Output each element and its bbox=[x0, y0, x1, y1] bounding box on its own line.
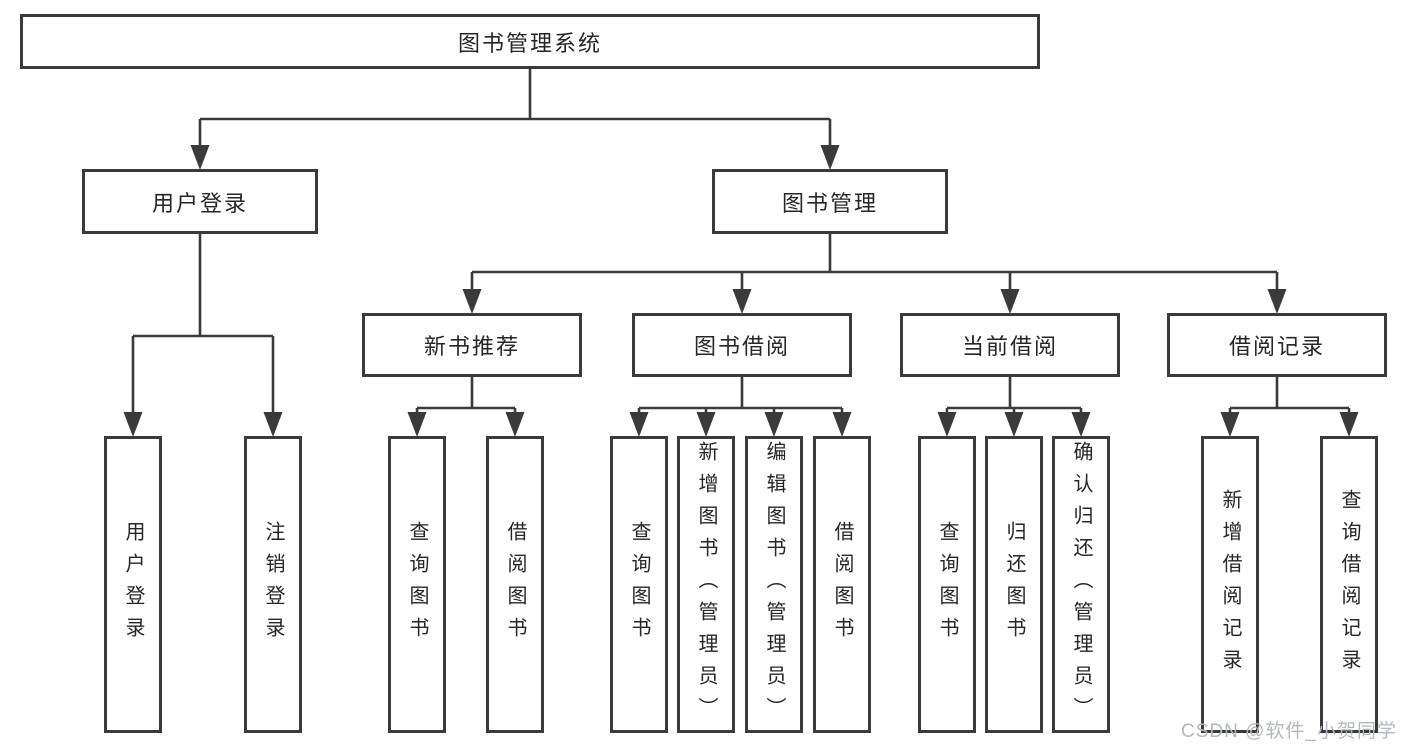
leaf-query-borrow-record-label: 查询借阅记录 bbox=[1338, 488, 1360, 681]
node-root: 图书管理系统 bbox=[20, 14, 1040, 69]
node-current-borrow: 当前借阅 bbox=[900, 313, 1120, 377]
leaf-edit-book-admin-label: 编辑图书（管理员） bbox=[763, 440, 785, 729]
leaf-user-login: 用户登录 bbox=[104, 436, 162, 733]
leaf-borrow-books-2-label: 借阅图书 bbox=[831, 520, 853, 649]
node-book-borrow: 图书借阅 bbox=[632, 313, 852, 377]
leaf-confirm-return-admin: 确认归还（管理员） bbox=[1052, 436, 1110, 733]
leaf-query-books-1-label: 查询图书 bbox=[406, 520, 428, 649]
node-current-borrow-label: 当前借阅 bbox=[961, 334, 1058, 359]
leaf-return-book-label: 归还图书 bbox=[1003, 520, 1025, 649]
leaf-query-books-3: 查询图书 bbox=[918, 436, 976, 733]
node-borrow-records: 借阅记录 bbox=[1167, 313, 1387, 377]
node-new-book-recommend-label: 新书推荐 bbox=[423, 334, 520, 359]
leaf-edit-book-admin: 编辑图书（管理员） bbox=[745, 436, 803, 733]
node-root-label: 图书管理系统 bbox=[457, 30, 602, 56]
leaf-query-books-1: 查询图书 bbox=[388, 436, 446, 733]
leaf-borrow-books-1: 借阅图书 bbox=[486, 436, 544, 733]
leaf-return-book: 归还图书 bbox=[985, 436, 1043, 733]
node-book-management: 图书管理 bbox=[712, 169, 948, 234]
leaf-query-books-2: 查询图书 bbox=[610, 436, 668, 733]
leaf-borrow-books-2: 借阅图书 bbox=[813, 436, 871, 733]
leaf-add-borrow-record: 新增借阅记录 bbox=[1201, 436, 1259, 733]
leaf-add-borrow-record-label: 新增借阅记录 bbox=[1219, 488, 1241, 681]
node-book-management-label: 图书管理 bbox=[781, 190, 878, 216]
arrowhead-icons bbox=[123, 145, 1359, 437]
leaf-user-login-label: 用户登录 bbox=[122, 520, 144, 649]
node-user-login-label: 用户登录 bbox=[151, 190, 248, 216]
leaf-logout: 注销登录 bbox=[244, 436, 302, 733]
csdn-watermark: CSDN @软件_小贺同学 bbox=[1181, 721, 1397, 742]
leaf-confirm-return-admin-label: 确认归还（管理员） bbox=[1070, 440, 1092, 729]
node-new-book-recommend: 新书推荐 bbox=[362, 313, 582, 377]
node-user-login: 用户登录 bbox=[82, 169, 318, 234]
leaf-logout-label: 注销登录 bbox=[262, 520, 284, 649]
leaf-borrow-books-1-label: 借阅图书 bbox=[504, 520, 526, 649]
leaf-query-books-3-label: 查询图书 bbox=[936, 520, 958, 649]
node-book-borrow-label: 图书借阅 bbox=[693, 334, 790, 359]
leaf-add-book-admin-label: 新增图书（管理员） bbox=[695, 440, 717, 729]
leaf-query-borrow-record: 查询借阅记录 bbox=[1320, 436, 1378, 733]
node-borrow-records-label: 借阅记录 bbox=[1228, 334, 1325, 359]
leaf-query-books-2-label: 查询图书 bbox=[628, 520, 650, 649]
leaf-add-book-admin: 新增图书（管理员） bbox=[677, 436, 735, 733]
